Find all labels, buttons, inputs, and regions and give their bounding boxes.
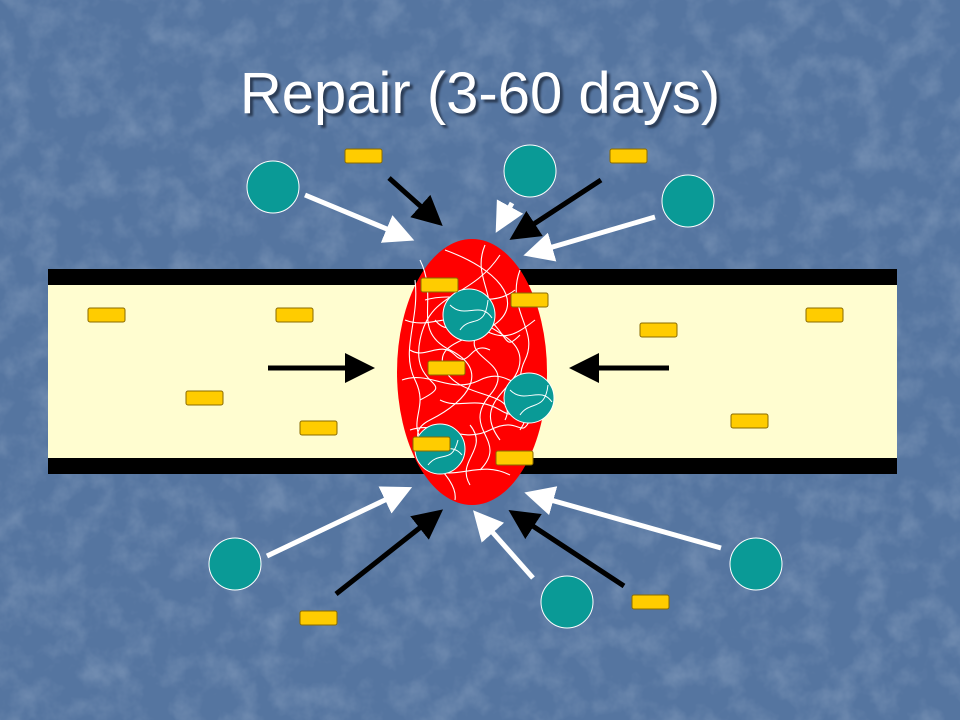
repair-cell-clot-2 — [503, 372, 555, 424]
repair-cell-3 — [661, 174, 715, 228]
platelet-12 — [639, 322, 678, 338]
repair-cell-5 — [540, 575, 594, 629]
repair-cell-2 — [503, 144, 557, 198]
white-arrow-bottom-right — [524, 486, 722, 551]
arrows — [265, 176, 722, 596]
slide-title: Repair (3-60 days) — [239, 61, 721, 126]
platelet-7 — [420, 277, 459, 293]
platelet-1 — [344, 148, 383, 164]
white-arrow-top-right — [523, 214, 656, 262]
platelets — [87, 148, 844, 626]
platelet-15 — [299, 610, 338, 626]
black-arrow-top-left — [387, 176, 443, 226]
black-arrow-bottom-right — [508, 510, 626, 589]
platelet-14 — [730, 413, 769, 429]
platelet-10 — [412, 436, 451, 452]
platelet-3 — [87, 307, 126, 323]
platelet-9 — [427, 360, 466, 376]
platelet-11 — [495, 450, 534, 466]
platelet-8 — [510, 292, 549, 308]
platelet-13 — [805, 307, 844, 323]
black-arrow-bottom-left — [334, 509, 444, 596]
repair-cell-4 — [208, 537, 262, 591]
platelet-16 — [631, 594, 670, 610]
repair-cells — [208, 144, 783, 629]
white-arrow-bottom-center — [473, 510, 535, 580]
white-arrow-top-left — [304, 192, 415, 243]
repair-cell-6 — [729, 537, 783, 591]
repair-cell-clot-1 — [442, 288, 496, 342]
white-arrow-bottom-left — [265, 486, 413, 559]
black-arrow-top-right — [509, 177, 603, 240]
repair-cell-1 — [246, 160, 300, 214]
white-arrow-top-center — [495, 199, 524, 233]
platelet-2 — [609, 148, 648, 164]
platelet-4 — [275, 307, 314, 323]
platelet-6 — [299, 420, 338, 436]
platelet-5 — [185, 390, 224, 406]
